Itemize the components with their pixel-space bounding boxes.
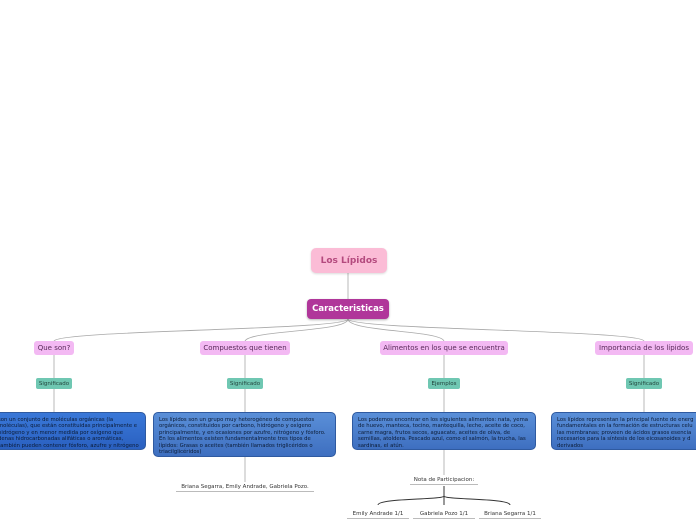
topic-importancia[interactable]: Importancia de los lípidos	[595, 341, 693, 355]
topic-compuestos[interactable]: Compuestos que tienen	[200, 341, 290, 355]
participation-title-node[interactable]: Nota de Participacion:	[410, 475, 478, 485]
description-importancia[interactable]: Los lípidos representan la principal fue…	[551, 412, 696, 450]
label-ejemplos-alimentos[interactable]: Ejemplos	[428, 378, 460, 389]
description-compuestos[interactable]: Los lípidos son un grupo muy heterogéneo…	[153, 412, 336, 457]
authors-node[interactable]: Briana Segarra, Emily Andrade, Gabriela …	[176, 482, 314, 492]
participation-emily[interactable]: Emily Andrade 1/1	[347, 509, 409, 519]
topic-alimentos[interactable]: Alimentos en los que se encuentra	[380, 341, 508, 355]
label-significado-que-son[interactable]: Significado	[36, 378, 72, 389]
label-significado-importancia[interactable]: Significado	[626, 378, 662, 389]
topic-que-son[interactable]: Que son?	[34, 341, 74, 355]
participation-briana[interactable]: Briana Segarra 1/1	[479, 509, 541, 519]
main-topic-node[interactable]: Caracteristicas	[307, 299, 389, 319]
participation-gabriela[interactable]: Gabriela Pozo 1/1	[413, 509, 475, 519]
label-significado-compuestos[interactable]: Significado	[227, 378, 263, 389]
description-alimentos[interactable]: Los podemos encontrar en los siguientes …	[352, 412, 536, 450]
description-que-son[interactable]: son un conjunto de moléculas orgánicas (…	[0, 412, 146, 450]
root-node[interactable]: Los Lípidos	[311, 248, 387, 273]
